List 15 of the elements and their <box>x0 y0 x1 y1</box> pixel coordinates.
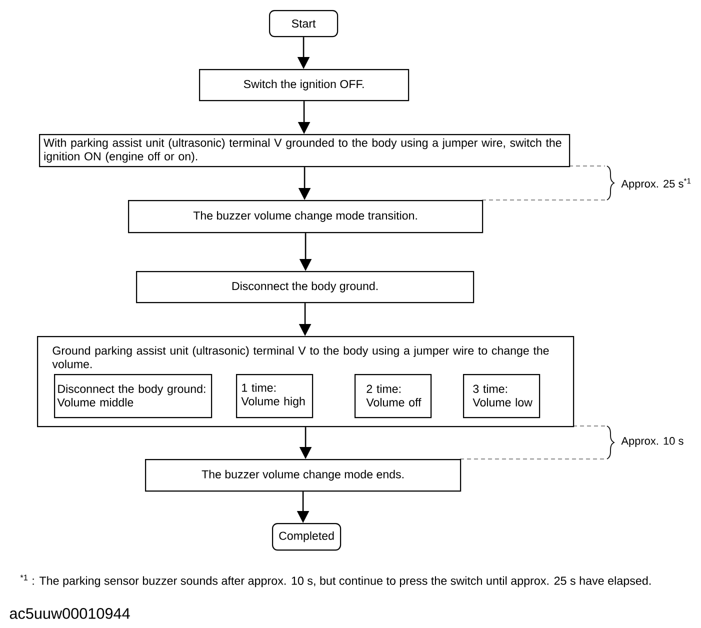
process-box: Disconnect the body ground. <box>136 271 474 304</box>
process-box: The buzzer volume change mode ends. <box>145 459 462 492</box>
footnote: $^{*1}$ : The parking sensor buzzer sounds after approx. 10 s, but continue to press the switch until approx. 25 s have elapsed. <box>20 574 651 588</box>
duration-label: Approx. 10 s <box>621 437 684 447</box>
process-box: The buzzer volume change mode transition. <box>128 200 484 234</box>
process-box: With parking assist unit (ultrasonic) terminal V grounded to the body using a jumper wire, switch the ignition ON (engine off or on). <box>39 134 570 168</box>
duration-label: Approx. 25 s$^{*1}$ <box>621 178 691 190</box>
option-box: 3 time: Volume low <box>463 374 540 418</box>
option-box: 1 time: Volume high <box>236 374 314 418</box>
option-box: 2 time: Volume off <box>354 374 432 418</box>
document-id: ac5uuw00010944 <box>10 608 130 619</box>
terminal-box: Start <box>269 10 338 38</box>
option-box: Disconnect the body ground: Volume middle <box>54 374 212 418</box>
process-box: Switch the ignition OFF. <box>199 69 410 102</box>
terminal-box: Completed <box>272 523 342 551</box>
